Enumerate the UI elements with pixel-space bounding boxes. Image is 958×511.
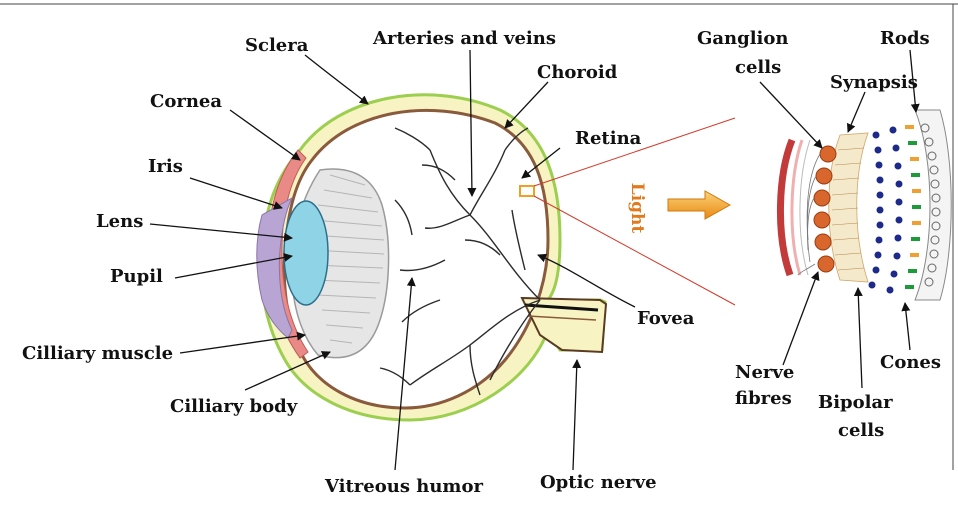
label-rods: Rods xyxy=(880,28,930,49)
label-cilliary-muscle: Cilliary muscle xyxy=(22,343,173,364)
eyeball xyxy=(257,95,606,420)
label-bipolar-cells: cells xyxy=(838,420,884,441)
label-retina: Retina xyxy=(575,128,642,149)
label-cilliary-body: Cilliary body xyxy=(170,396,298,417)
label-synapsis: Synapsis xyxy=(830,72,918,93)
label-optic-nerve: Optic nerve xyxy=(540,472,657,493)
lens xyxy=(284,201,328,305)
label-choroid: Choroid xyxy=(537,62,618,83)
retina-detail xyxy=(780,110,951,300)
label-ganglion: Ganglion xyxy=(697,28,788,49)
light-arrow xyxy=(668,191,730,219)
label-fibres: fibres xyxy=(735,388,792,409)
label-cones: Cones xyxy=(880,352,941,373)
nerve-fibre-band xyxy=(780,140,792,275)
bipolar-cells xyxy=(869,127,903,294)
label-lens: Lens xyxy=(96,211,143,232)
label-vitreous-humor: Vitreous humor xyxy=(324,476,483,497)
label-nerve: Nerve xyxy=(735,362,794,383)
label-ganglion-cells: cells xyxy=(735,57,781,78)
label-iris: Iris xyxy=(148,156,183,177)
photoreceptor-tips xyxy=(905,125,921,289)
label-bipolar: Bipolar xyxy=(818,392,893,413)
label-pupil: Pupil xyxy=(110,266,163,287)
label-sclera: Sclera xyxy=(245,35,309,56)
fovea-marker xyxy=(520,186,534,196)
label-fovea: Fovea xyxy=(637,308,695,329)
label-arteries-and-veins: Arteries and veins xyxy=(372,28,556,49)
label-cornea: Cornea xyxy=(150,91,222,112)
light-label: Light xyxy=(627,183,647,234)
